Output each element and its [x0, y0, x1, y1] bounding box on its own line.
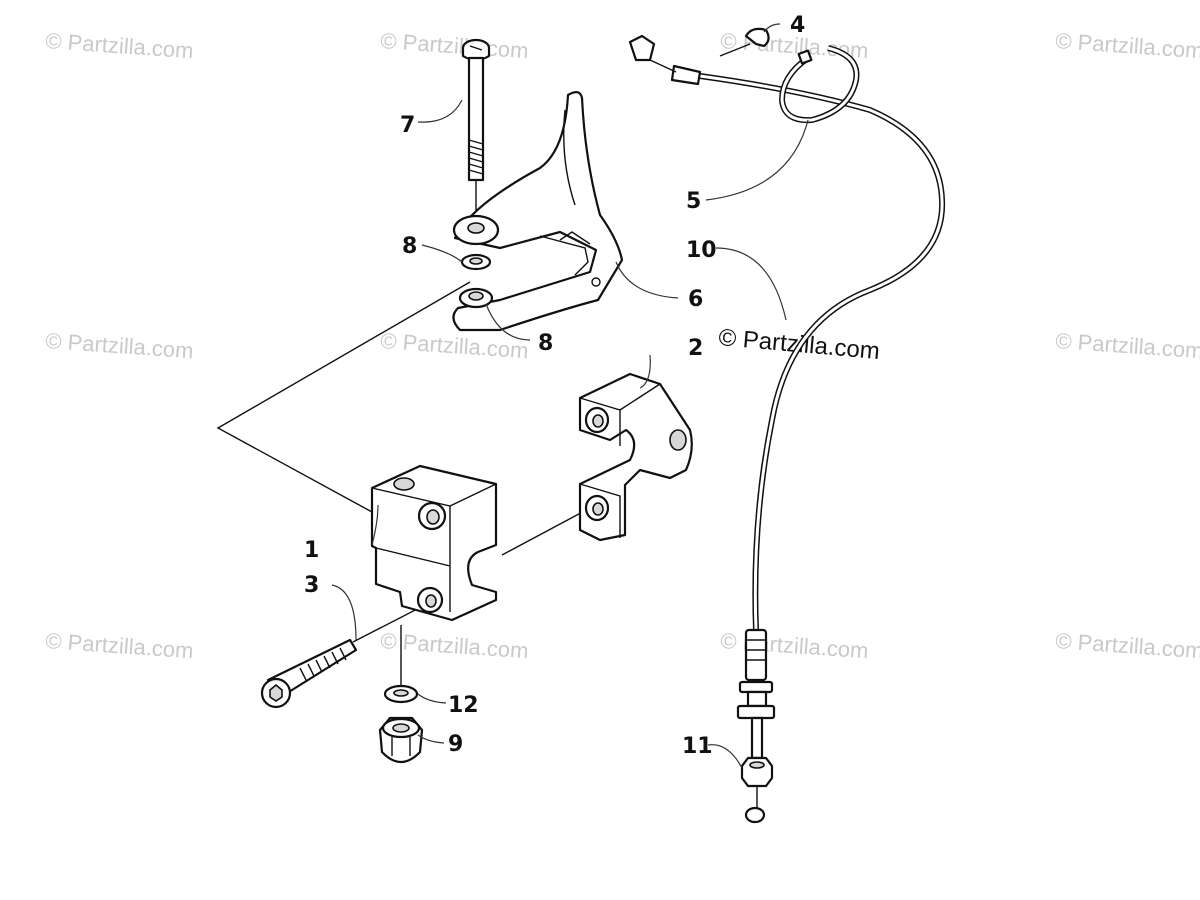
watermark-low-right: © Partzilla.com: [720, 628, 870, 663]
leader-10: [715, 247, 787, 321]
leader-8-lower: [485, 303, 531, 341]
callout-6: 6: [688, 287, 703, 312]
assembly-line-lever-to-block: [216, 281, 471, 513]
leader-3: [331, 584, 357, 641]
leader-11: [707, 744, 743, 769]
watermark-top-far-right: © Partzilla.com: [1055, 28, 1200, 63]
callout-2: 2: [688, 336, 703, 361]
watermark-top-left: © Partzilla.com: [45, 28, 195, 63]
part-5-cable-tie: [778, 45, 860, 124]
leader-6: [615, 261, 679, 299]
leader-lines: [331, 23, 809, 769]
callout-12: 12: [448, 693, 479, 718]
callout-3: 3: [304, 573, 319, 598]
watermark-top-center: © Partzilla.com: [380, 28, 530, 63]
watermark-mid-left: © Partzilla.com: [45, 328, 195, 363]
part-7-screw: [461, 38, 491, 182]
assembly-line-block-to-clamp: [501, 507, 591, 556]
watermark-low-left: © Partzilla.com: [45, 628, 195, 663]
part-2-clamp: [578, 372, 693, 542]
callout-10: 10: [686, 238, 717, 263]
callout-5: 5: [686, 189, 701, 214]
part-8-washer-upper: [460, 253, 492, 271]
assembly-line-bolt-to-block: [352, 604, 426, 643]
callout-4: 4: [790, 13, 805, 38]
watermark-low-far-right: © Partzilla.com: [1055, 628, 1200, 663]
part-1-mount-block: [370, 464, 498, 622]
leader-2: [639, 354, 651, 389]
callout-numbers: 7 8 8 6 2 1 3 12 9 4 5 10 11: [304, 13, 805, 759]
leader-8-upper: [421, 244, 463, 263]
leader-12: [417, 693, 447, 704]
part-12-washer: [383, 684, 419, 704]
watermarks: © Partzilla.com © Partzilla.com © Partzi…: [45, 28, 1200, 663]
callout-1: 1: [304, 538, 319, 563]
leader-4: [763, 23, 781, 33]
callout-11: 11: [682, 734, 713, 759]
part-6-lever: [452, 91, 624, 332]
part-11-nut: [740, 756, 774, 788]
callout-8-lower: 8: [538, 331, 553, 356]
leader-7: [417, 99, 463, 123]
leader-9: [417, 734, 445, 744]
callout-7: 7: [400, 113, 415, 138]
callout-9: 9: [448, 732, 463, 757]
part-8-washer-lower: [458, 287, 494, 309]
part-3-bolt: [260, 638, 358, 709]
leader-1: [371, 504, 379, 546]
callout-8-upper: 8: [402, 234, 417, 259]
part-10-cable: [628, 34, 946, 824]
watermark-mid-far-right: © Partzilla.com: [1055, 328, 1200, 363]
leader-5: [705, 119, 809, 201]
watermark-low-center: © Partzilla.com: [380, 628, 530, 663]
part-9-acorn-nut: [378, 716, 424, 764]
